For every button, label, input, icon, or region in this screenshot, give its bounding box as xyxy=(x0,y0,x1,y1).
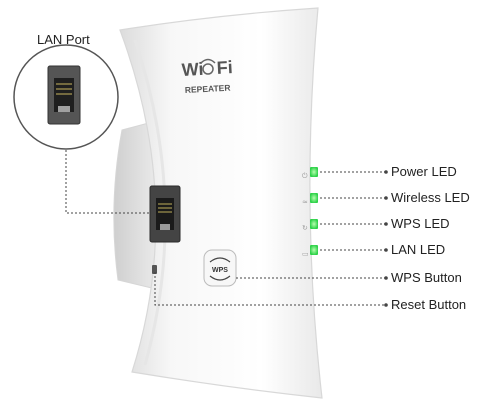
wireless-led xyxy=(310,193,318,203)
power-led xyxy=(310,167,318,177)
lan-port-leader xyxy=(65,150,150,214)
wireless-led-label: Wireless LED xyxy=(391,190,470,205)
repeater-model-text: REPEATER xyxy=(185,83,231,95)
wireless-symbol-icon: ≈ xyxy=(302,198,308,206)
lan-symbol-icon: ▭ xyxy=(302,250,309,258)
wps-led-label: WPS LED xyxy=(391,216,450,231)
lan-port-label: LAN Port xyxy=(37,32,90,47)
wps-symbol-icon: ↻ xyxy=(302,224,308,232)
wps-button[interactable]: WPS xyxy=(203,249,237,287)
lan-port-zoom xyxy=(13,44,119,150)
wifi-logo-fi: Fi xyxy=(216,57,233,78)
device-lan-port xyxy=(149,185,181,243)
power-led-label: Power LED xyxy=(391,164,457,179)
wps-button-label: WPS Button xyxy=(391,270,462,285)
wps-button-text: WPS xyxy=(212,267,228,274)
wifi-logo: Wi Fi xyxy=(181,57,233,80)
reset-button-hole[interactable] xyxy=(152,265,157,274)
wifi-logo-dot xyxy=(202,63,214,75)
lan-led-label: LAN LED xyxy=(391,242,446,257)
wifi-logo-wi: Wi xyxy=(181,59,204,80)
power-plug-block xyxy=(113,119,161,291)
reset-button-label: Reset Button xyxy=(391,297,467,312)
reset-button-leader xyxy=(154,272,385,306)
lan-led xyxy=(310,245,318,255)
power-symbol-icon: ⏻ xyxy=(302,172,308,180)
leader-lines xyxy=(65,150,385,306)
wps-led xyxy=(310,219,318,229)
